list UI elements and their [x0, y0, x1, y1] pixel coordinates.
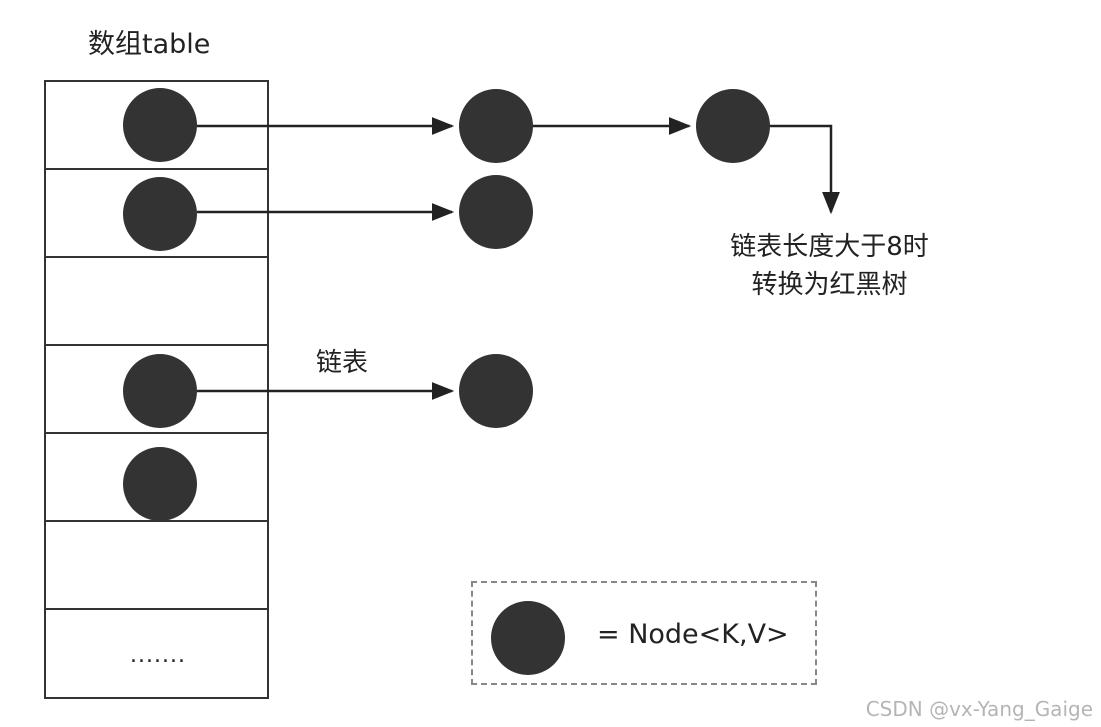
node-circle — [123, 447, 197, 521]
legend-text: = Node<K,V> — [597, 619, 789, 650]
treeify-note-line2: 转换为红黑树 — [751, 270, 908, 300]
treeify-note-line1: 链表长度大于8时 — [730, 232, 929, 262]
node-circle — [459, 175, 533, 249]
linked-list-label: 链表 — [316, 348, 369, 378]
table-ellipsis: ....... — [130, 643, 186, 668]
node-circle — [696, 89, 770, 163]
node-circle — [123, 177, 197, 251]
watermark: CSDN @vx-Yang_Gaige — [865, 697, 1093, 721]
node-circle — [123, 354, 197, 428]
arrow-node2-down — [769, 124, 840, 215]
table-row — [44, 608, 269, 699]
array-table — [44, 80, 269, 699]
array-table-title: 数组table — [88, 29, 211, 60]
node-circle — [459, 354, 533, 428]
node-circle — [459, 89, 533, 163]
node-circle — [123, 88, 197, 162]
legend-box — [471, 581, 817, 685]
legend-node-circle — [491, 601, 565, 675]
treeify-note: 链表长度大于8时 转换为红黑树 — [722, 228, 937, 304]
